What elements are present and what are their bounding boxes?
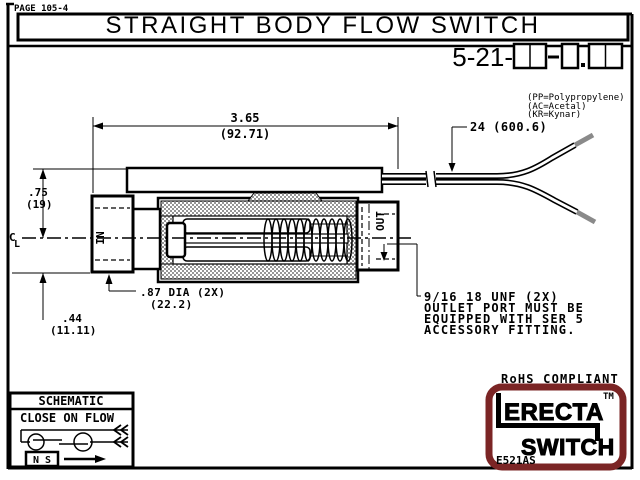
logo-bracket [496,423,600,428]
erecta-switch-logo: ERECTA TM SWITCH E521AS [485,383,627,471]
switch-casing [125,166,384,194]
lead-wires [382,132,597,225]
dim-lead-label: 24 (600.6) [470,120,547,134]
dim-height-in: .75 [28,186,48,199]
stripped-wire-tip [575,209,597,225]
arrowhead-down-icon [380,252,388,261]
rohs-compliant-label: RoHS COMPLIANT [501,372,619,386]
dim-dia-in: .87 DIA (2X) [140,286,225,299]
dim-overall-length: 3.65 (92.71) [92,111,399,193]
arrowhead-left-icon [93,122,103,130]
flow-switch-body: IN OUT [22,132,597,284]
title-block: STRAIGHT BODY FLOW SWITCH [16,12,630,42]
magnet-bump [247,192,323,202]
dim-centerline-offset: .44 (11.11) [12,272,96,337]
cl-symbol-c: C [9,231,16,244]
dim-length-mm: (92.71) [220,127,271,141]
magnet-box [24,450,60,468]
dim-offset-in: .44 [62,312,82,325]
logo-model-number: E521AS [496,454,536,467]
logo-bracket [595,423,600,441]
stripped-wire-tip [573,132,595,148]
schematic-header: SCHEMATIC [38,394,103,408]
poppet [165,221,187,259]
part-number-code: 5-21- [452,42,624,72]
part-number-prefix: 5-21- [452,42,513,72]
arrowhead-up-icon [39,273,47,283]
arrowhead-up-icon [105,274,113,284]
cl-symbol-l: L [14,239,20,250]
logo-bracket [496,393,501,428]
dim-offset-mm: (11.11) [50,324,96,337]
dim-height-to-centerline: .75 (19) [26,168,126,238]
schematic-mode-label: CLOSE ON FLOW [20,411,115,425]
dim-lead-length: 24 (600.6) [448,120,547,172]
dim-height-mm: (19) [26,198,53,211]
outlet-note-line-3: EQUIPPED WITH SER 5 [424,312,584,326]
outlet-note-line-1: 9/16 18 UNF (2X) [424,290,559,304]
logo-word-erecta: ERECTA [504,399,604,426]
outlet-port-note: 9/16 18 UNF (2X) OUTLET PORT MUST BE EQU… [380,243,584,337]
outlet-note-line-2: OUTLET PORT MUST BE [424,301,584,315]
flow-direction-arrow-icon [95,455,106,463]
dim-length-in: 3.65 [231,111,260,125]
reed-contact-right [73,432,93,452]
material-note-kr: (KR=Kynar) [527,110,581,120]
arrowhead-up-icon [39,169,47,179]
material-note-pp: (PP=Polypropylene) [527,93,625,103]
logo-tm-mark: TM [603,392,614,402]
page-number-label: PAGE 105-4 [14,4,69,14]
dim-dia-mm: (22.2) [150,298,193,311]
magnet-poles-label: N S [33,455,51,466]
inlet-port-block: IN [90,194,162,274]
part-code-box-material [560,42,580,70]
outlet-label: OUT [374,211,387,231]
outlet-note-line-4: ACCESSORY FITTING. [424,323,576,337]
arrowhead-down-icon [448,163,456,172]
outlet-port-block: OUT [355,200,400,272]
arrowhead-down-icon [39,228,47,238]
dim-port-diameter: .87 DIA (2X) (22.2) [105,274,225,311]
wire-continuation-chevrons-icon [112,424,129,448]
material-note-ac: (AC=Acetal) [527,102,587,112]
arrowhead-right-icon [388,122,398,130]
material-legend: (PP=Polypropylene) (AC=Acetal) (KR=Kynar… [527,93,625,120]
centerline-symbol: C L [9,231,20,250]
reed-contact-left [27,433,45,451]
page-title: STRAIGHT BODY FLOW SWITCH [106,12,541,39]
spring-coils [263,218,353,262]
logo-word-switch: SWITCH [521,434,615,460]
reed-switch-circuit: N S [20,424,129,468]
schematic-panel: SCHEMATIC CLOSE ON FLOW N S [8,391,135,469]
